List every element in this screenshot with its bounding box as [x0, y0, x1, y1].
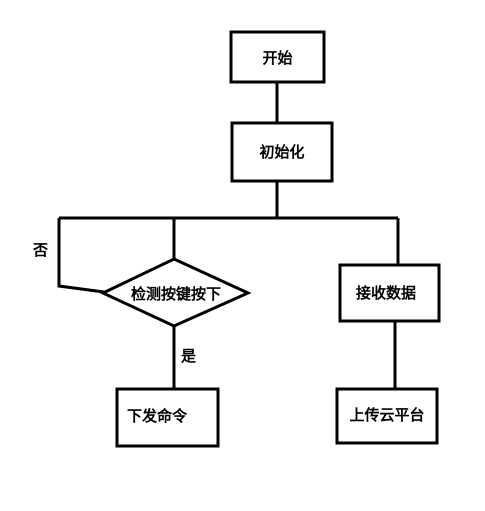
upload-label: 上传云平台 [349, 406, 424, 424]
receive-label: 接收数据 [356, 284, 416, 302]
send-command-label: 下发命令 [127, 407, 188, 425]
loop-back-no-path [57, 218, 105, 294]
receive-box [338, 263, 441, 323]
edge-label-no: 否 [32, 241, 48, 259]
edge-label-yes: 是 [180, 347, 197, 365]
init-box [230, 121, 334, 183]
node-start: 开始 [229, 30, 326, 84]
start-box [229, 30, 326, 84]
detect-diamond [99, 257, 252, 328]
connectors [57, 82, 400, 389]
node-upload: 上传云平台 [335, 387, 439, 445]
upload-box [335, 387, 439, 445]
send-command-box [115, 387, 220, 448]
start-label: 开始 [262, 49, 292, 67]
init-label: 初始化 [259, 143, 304, 161]
node-init: 初始化 [230, 121, 334, 183]
node-detect-decision: 检测按键按下 [99, 257, 252, 328]
node-receive: 接收数据 [338, 263, 441, 323]
detect-label: 检测按键按下 [131, 285, 221, 303]
node-send-command: 下发命令 [115, 387, 220, 448]
